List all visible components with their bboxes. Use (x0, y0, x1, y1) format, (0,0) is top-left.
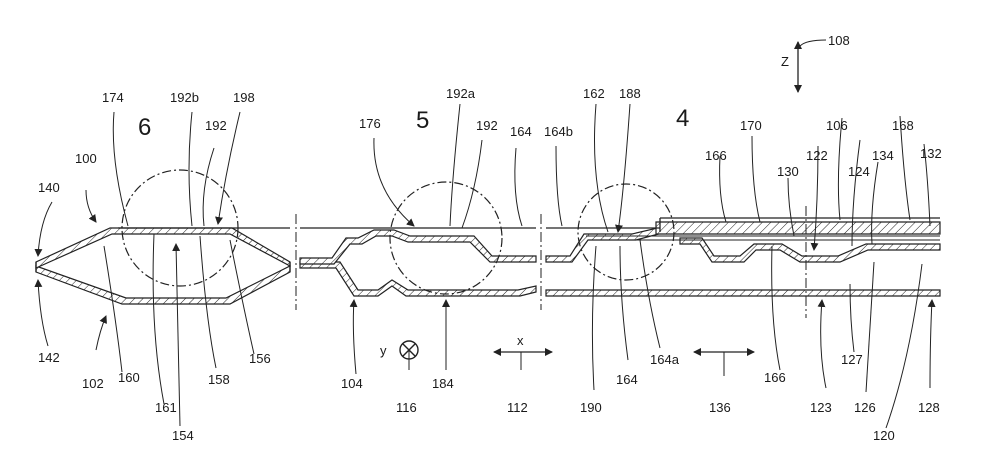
ref-192a: 192a (446, 86, 476, 101)
ref-120: 120 (873, 428, 895, 443)
ref-166-bottom: 166 (764, 370, 786, 385)
ref-124: 124 (848, 164, 870, 179)
ref-127: 127 (841, 352, 863, 367)
ref-192-mid: 192 (476, 118, 498, 133)
ref-164-top: 164 (510, 124, 532, 139)
detail-4: 4 (676, 105, 689, 132)
upper-plate (36, 222, 940, 268)
ref-188: 188 (619, 86, 641, 101)
ref-154: 154 (172, 428, 194, 443)
ref-164a: 164a (650, 352, 680, 367)
ref-162: 162 (583, 86, 605, 101)
ref-100: 100 (75, 151, 97, 166)
ref-130: 130 (777, 164, 799, 179)
ref-108: 108 (828, 33, 850, 48)
ref-164b: 164b (544, 124, 573, 139)
ref-156: 156 (249, 351, 271, 366)
detail-6: 6 (138, 114, 151, 141)
ref-160: 160 (118, 370, 140, 385)
ref-192b: 192b (170, 90, 199, 105)
ref-122: 122 (806, 148, 828, 163)
ref-192-left: 192 (205, 118, 227, 133)
ref-112: 112 (507, 400, 528, 415)
ref-164-bottom: 164 (616, 372, 638, 387)
axis-y: y (380, 343, 387, 358)
ref-106: 106 (826, 118, 848, 133)
detail-5: 5 (416, 107, 429, 134)
ref-116: 116 (396, 400, 417, 415)
left-end (36, 262, 290, 272)
ref-158: 158 (208, 372, 230, 387)
ref-104: 104 (341, 376, 363, 391)
ref-161: 161 (155, 400, 177, 415)
axis-x: x (517, 333, 524, 348)
ref-142: 142 (38, 350, 60, 365)
ref-132: 132 (920, 146, 942, 161)
ref-128: 128 (918, 400, 940, 415)
ref-102: 102 (82, 376, 104, 391)
ref-126: 126 (854, 400, 876, 415)
ref-123: 123 (810, 400, 832, 415)
axis-z: Z (781, 54, 789, 69)
ref-170: 170 (740, 118, 762, 133)
ref-174: 174 (102, 90, 124, 105)
lower-plate (36, 262, 940, 304)
ref-136: 136 (709, 400, 731, 415)
ref-140: 140 (38, 180, 60, 195)
ref-184: 184 (432, 376, 454, 391)
ref-176: 176 (359, 116, 381, 131)
ref-198: 198 (233, 90, 255, 105)
ref-166-top: 166 (705, 148, 727, 163)
ref-190: 190 (580, 400, 602, 415)
ref-168: 168 (892, 118, 914, 133)
ref-134: 134 (872, 148, 894, 163)
